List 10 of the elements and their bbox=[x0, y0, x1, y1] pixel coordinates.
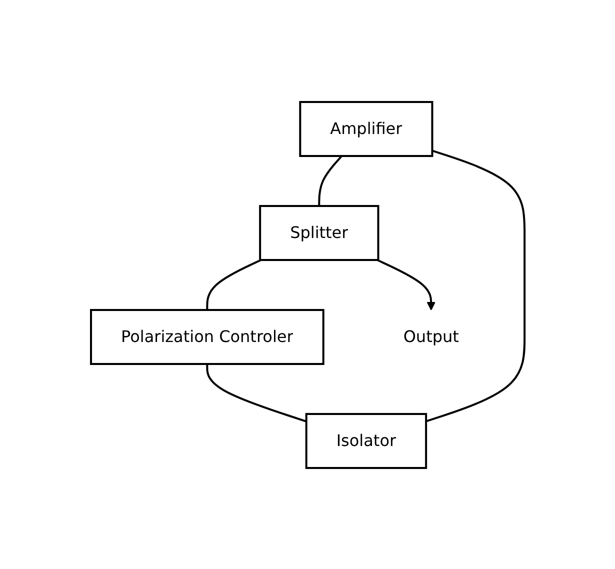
connector bbox=[206, 258, 262, 310]
arrow bbox=[376, 258, 436, 310]
connector bbox=[318, 154, 342, 206]
connector bbox=[206, 364, 306, 422]
node-box: Splitter bbox=[258, 204, 379, 260]
node-box: Isolator bbox=[305, 412, 427, 468]
node-box: Polarization Controler bbox=[90, 308, 324, 364]
connector bbox=[425, 149, 526, 422]
node-text: Output bbox=[403, 326, 459, 346]
node-box: Amplifier bbox=[298, 100, 433, 156]
